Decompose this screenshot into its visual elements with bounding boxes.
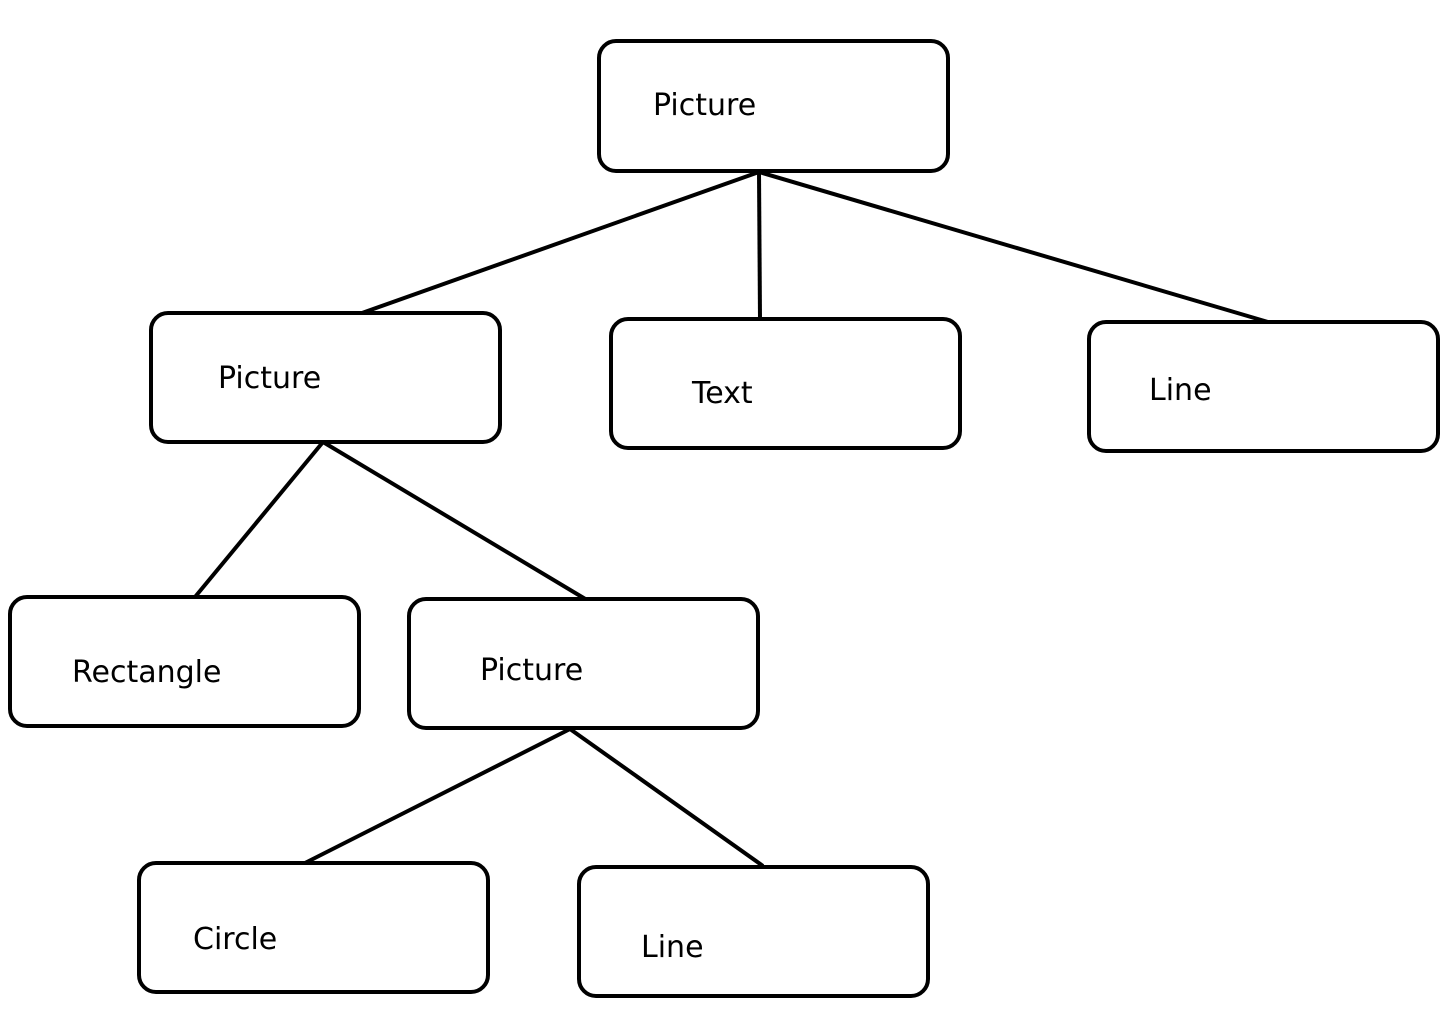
node-rectangle-1: Rectangle bbox=[8, 595, 361, 728]
node-box bbox=[577, 865, 930, 998]
node-picture-3: Picture bbox=[407, 597, 760, 730]
node-box bbox=[597, 39, 950, 173]
node-label: Line bbox=[1149, 373, 1212, 408]
edge-picture-3-to-line-2 bbox=[568, 727, 765, 868]
node-box bbox=[137, 861, 490, 994]
edge-picture-2-to-rectangle-1 bbox=[193, 440, 325, 599]
edge-picture-2-to-picture-3 bbox=[321, 440, 589, 602]
node-label: Picture bbox=[218, 361, 321, 396]
node-label: Line bbox=[641, 930, 704, 965]
node-picture-2: Picture bbox=[149, 311, 502, 444]
node-label: Text bbox=[691, 376, 753, 411]
edges bbox=[193, 170, 1269, 868]
node-box bbox=[149, 311, 502, 444]
node-line-1: Line bbox=[1087, 320, 1440, 453]
node-box bbox=[8, 595, 361, 728]
node-text-1: Text bbox=[609, 317, 962, 450]
node-label: Picture bbox=[480, 653, 583, 688]
node-line-2: Line bbox=[577, 865, 930, 998]
node-root-picture: Picture bbox=[597, 39, 950, 173]
edge-root-to-text-1 bbox=[757, 171, 762, 321]
node-circle-1: Circle bbox=[137, 861, 490, 994]
node-box bbox=[609, 317, 962, 450]
edge-root-to-line-1 bbox=[758, 170, 1269, 324]
node-box bbox=[407, 597, 760, 730]
nodes: Picture Picture Text Line Rectangle Pict… bbox=[8, 39, 1440, 998]
edge-root-to-picture-2 bbox=[361, 170, 760, 315]
node-box bbox=[1087, 320, 1440, 453]
edge-picture-3-to-circle-1 bbox=[304, 727, 571, 865]
node-label: Circle bbox=[193, 922, 277, 957]
node-label: Picture bbox=[653, 88, 756, 123]
node-label: Rectangle bbox=[72, 655, 221, 690]
